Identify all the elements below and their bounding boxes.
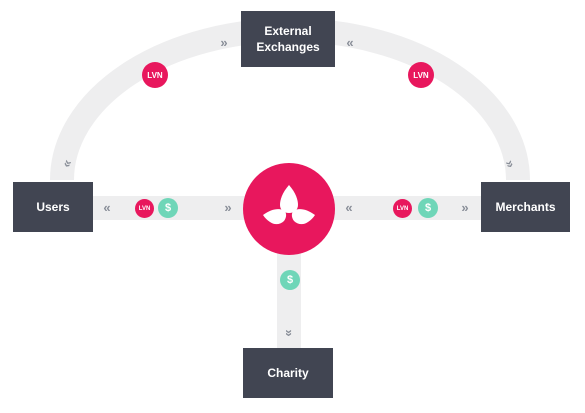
chevron-left-icon: « <box>103 200 111 215</box>
charity-box: Charity <box>243 348 333 398</box>
lvn-token-hub-merchants: LVN <box>393 199 412 218</box>
chevron-right-icon: » <box>461 200 469 215</box>
lvn-token-users-hub: LVN <box>135 199 154 218</box>
lvn-token-users-exchanges: LVN <box>142 62 168 88</box>
chevron-right-icon: » <box>220 35 228 50</box>
chevron-left-icon: « <box>346 35 354 50</box>
users-label: Users <box>36 200 70 214</box>
chevron-right-icon: » <box>224 200 232 215</box>
chevron-left-icon: « <box>345 200 353 215</box>
external-exchanges-box: External Exchanges <box>241 11 335 67</box>
three-droplet-logo-icon <box>263 185 315 225</box>
external-exchanges-line1: External <box>264 24 312 38</box>
dollar-token-users-hub: $ <box>158 198 178 218</box>
external-exchanges-line2: Exchanges <box>256 40 320 54</box>
hub-circle <box>243 163 335 255</box>
chevron-down-icon: » <box>282 329 297 337</box>
merchants-label: Merchants <box>495 200 556 214</box>
dollar-token-hub-merchants: $ <box>418 198 438 218</box>
lvn-token-merchants-exchanges: LVN <box>408 62 434 88</box>
users-box: Users <box>13 182 93 232</box>
charity-label: Charity <box>267 366 309 380</box>
dollar-token-hub-charity: $ <box>280 270 300 290</box>
merchants-box: Merchants <box>481 182 570 232</box>
vertical-path <box>277 250 301 350</box>
